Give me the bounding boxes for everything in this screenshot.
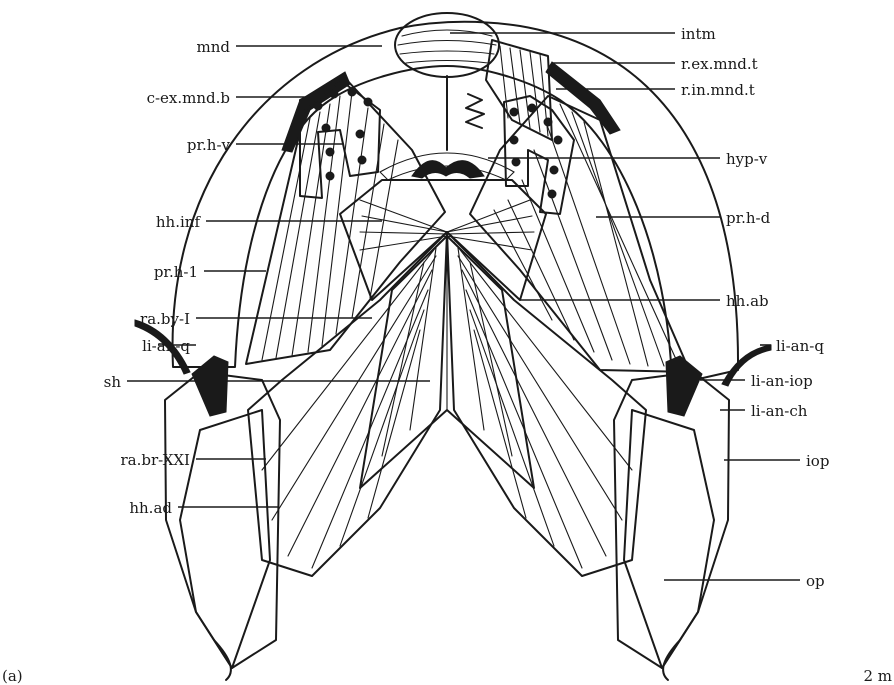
label-pr-h-v: pr.h-v [187,136,231,154]
protractor-hyoideus-right [470,96,690,372]
panel-label: (a) [2,667,23,685]
label-ra-br-XXI: ra.br-XXI [121,451,191,469]
label-op: op [806,572,825,590]
label-hh-inf: hh.inf [156,213,202,231]
label-hh-ab: hh.ab [726,292,769,310]
label-sh: sh [104,373,122,391]
labels-left: mnd c-ex.mnd.b pr.h-v hh.inf pr.h-1 ra.b… [104,38,231,517]
label-hh-ad: hh.ad [129,499,172,517]
hyoid-plate-right [504,96,574,214]
scale-label: 2 m [863,667,892,685]
label-intm: intm [681,25,716,43]
jaw-tip-right [663,640,680,680]
label-mnd: mnd [197,38,231,56]
labels-right: intm r.ex.mnd.t r.in.mnd.t hyp-v pr.h-d … [681,25,829,590]
opercular-complex-left [165,356,280,668]
median-raphe [447,76,484,150]
label-pr-h-d: pr.h-d [726,209,771,227]
label-c-ex-mnd-b: c-ex.mnd.b [147,89,230,107]
label-li-an-ch: li-an-ch [751,402,808,420]
jaw-tip-left [214,640,231,680]
opercular-complex-right [614,356,729,668]
label-li-an-iop: li-an-iop [751,372,813,390]
label-li-an-q-left: li-an-q [142,337,190,355]
label-ra-by-I: ra.by-I [140,310,190,328]
label-pr-h-1: pr.h-1 [154,263,198,281]
label-iop: iop [806,452,829,470]
ventral-hypohyal [380,153,514,180]
label-li-an-q-right: li-an-q [776,337,824,355]
label-r-ex-mnd-t: r.ex.mnd.t [681,55,758,73]
label-r-in-mnd-t: r.in.mnd.t [681,81,755,99]
label-hyp-v: hyp-v [726,150,768,168]
